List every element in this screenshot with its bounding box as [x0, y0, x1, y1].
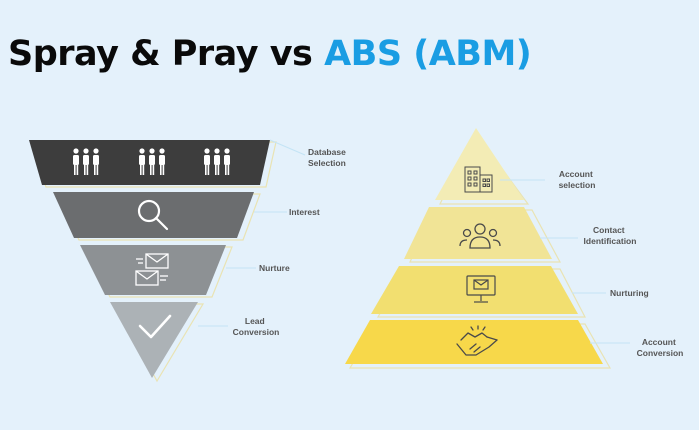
pyramid-label-1-line-1: Account [559, 169, 593, 179]
funnel-segment-4 [110, 302, 198, 378]
right-pyramid: Account selection Contact Identification [345, 128, 684, 369]
funnel-label-4-line-1: Lead [245, 316, 265, 326]
people-group-icon [73, 148, 230, 175]
funnel-label-3: Nurture [259, 263, 290, 273]
magnifier-icon [137, 199, 169, 231]
pyramid-label-3: Nurturing [610, 288, 649, 298]
pyramid-label-1: Account selection [559, 169, 596, 190]
funnel-label-4-line-2: Conversion [233, 327, 280, 337]
handshake-icon [456, 325, 498, 356]
pyramid-stage-1: Account selection [435, 128, 596, 205]
funnel-label-2-line-1: Interest [289, 207, 320, 217]
pyramid-stage-3: Nurturing [371, 266, 649, 318]
pyramid-segment-4 [345, 320, 603, 364]
pyramid-label-3-line-1: Nurturing [610, 288, 649, 298]
funnel-segment-2 [53, 192, 254, 238]
pyramid-stage-4: Account Conversion [345, 320, 684, 369]
checkmark-icon [138, 314, 172, 339]
funnel-label-1-line-1: Database [308, 147, 346, 157]
funnel-stage-4: Lead Conversion [110, 302, 280, 383]
building-icon [464, 166, 493, 193]
pyramid-label-2-line-2: Identification [584, 236, 637, 246]
envelopes-icon [135, 253, 169, 286]
pyramid-segment-3 [371, 266, 578, 314]
pyramid-label-4: Account Conversion [637, 337, 684, 358]
funnel-connector-1 [269, 139, 306, 156]
funnel-label-3-line-1: Nurture [259, 263, 290, 273]
pyramid-segment-1 [435, 128, 524, 200]
funnel-segment-3 [80, 245, 226, 295]
funnel-stage-2: Interest [53, 192, 320, 241]
funnel-label-2: Interest [289, 207, 320, 217]
pyramid-label-2: Contact Identification [584, 225, 637, 246]
title-accent: ABS (ABM) [324, 34, 532, 74]
funnel-label-1: Database Selection [308, 147, 348, 168]
title-main: Spray & Pray vs [8, 34, 325, 74]
monitor-mail-icon [466, 275, 496, 303]
left-funnel: Database Selection Interest [29, 139, 348, 383]
pyramid-label-4-line-2: Conversion [637, 348, 684, 358]
pyramid-label-4-line-1: Account [642, 337, 676, 347]
page-title: Spray & Pray vs ABS (ABM) [8, 34, 532, 74]
pyramid-label-2-line-1: Contact [593, 225, 625, 235]
funnel-stage-1: Database Selection [29, 139, 348, 188]
funnel-label-1-line-2: Selection [308, 158, 346, 168]
pyramid-stage-2: Contact Identification [404, 207, 637, 263]
funnel-label-4: Lead Conversion [233, 316, 280, 337]
pyramid-label-1-line-2: selection [559, 180, 596, 190]
contacts-icon [459, 223, 501, 249]
funnel-stage-3: Nurture [80, 245, 290, 298]
